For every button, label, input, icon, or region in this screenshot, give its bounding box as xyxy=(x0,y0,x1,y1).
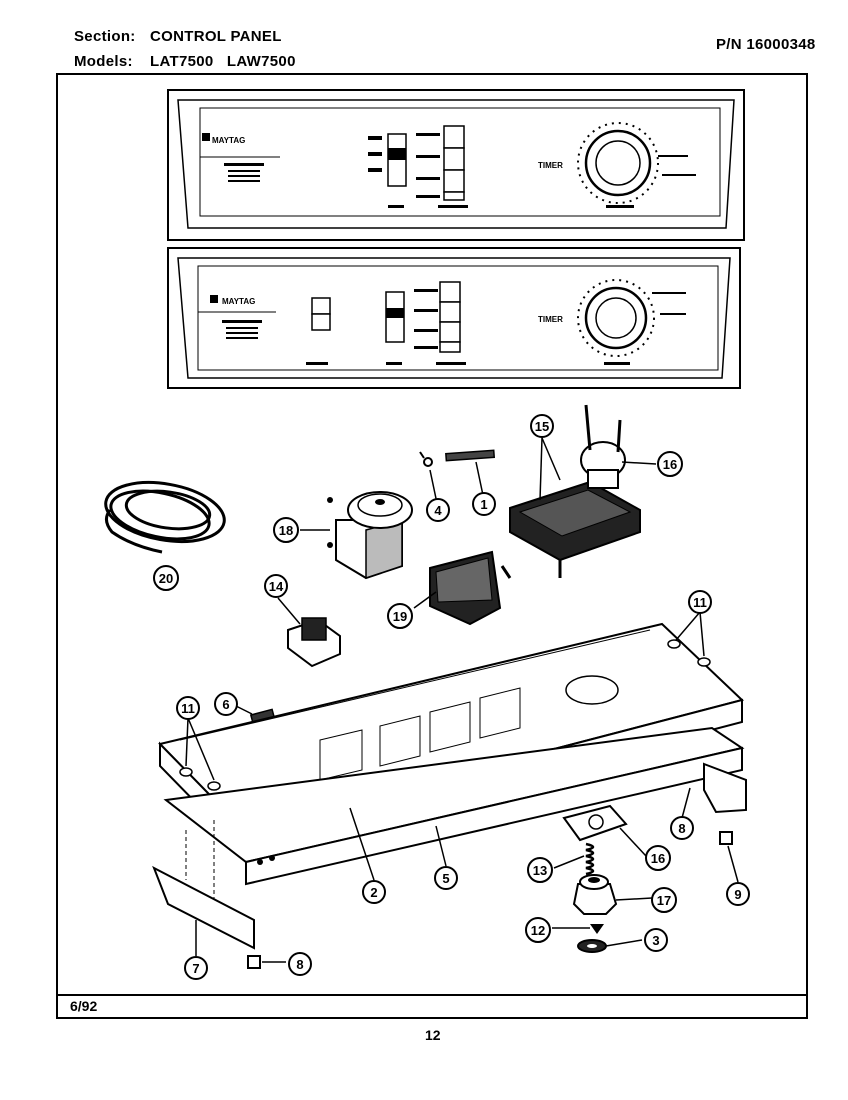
end-bracket xyxy=(152,820,255,950)
callout-12: 12 xyxy=(525,917,551,943)
models-value: LAT7500 LAW7500 xyxy=(150,53,296,70)
temp-buttons-bottom xyxy=(414,281,461,353)
svg-text:11: 11 xyxy=(181,701,195,716)
timer-dial-top: TIMER xyxy=(538,122,659,204)
pointer xyxy=(590,924,604,934)
callout-17: 17 xyxy=(651,887,677,913)
control-panel-top: MAYTAG TIMER xyxy=(167,89,745,241)
callout-11a: 11 xyxy=(688,590,712,614)
lower-rail xyxy=(163,726,745,886)
knob xyxy=(572,874,618,915)
callout-9: 9 xyxy=(726,882,750,906)
brand-logo-bottom: MAYTAG xyxy=(222,297,255,306)
callout-6: 6 xyxy=(214,692,238,716)
callout-8a: 8 xyxy=(670,816,694,840)
brand-logo-top: MAYTAG xyxy=(212,136,245,145)
svg-text:13: 13 xyxy=(533,863,547,878)
leader-lines xyxy=(185,437,739,963)
svg-text:7: 7 xyxy=(192,961,199,976)
section-label: Section: xyxy=(74,28,136,45)
callout-18: 18 xyxy=(273,517,299,543)
svg-text:1: 1 xyxy=(480,497,487,512)
footer-divider xyxy=(56,994,808,996)
callout-8b: 8 xyxy=(288,952,312,976)
svg-text:2: 2 xyxy=(370,885,377,900)
clip-8 xyxy=(247,955,261,969)
callout-5: 5 xyxy=(434,866,458,890)
callout-14: 14 xyxy=(264,574,288,598)
svg-text:8: 8 xyxy=(678,821,685,836)
callout-4: 4 xyxy=(426,498,450,522)
callout-16a: 16 xyxy=(657,451,683,477)
callout-2: 2 xyxy=(362,880,386,904)
svg-text:14: 14 xyxy=(269,579,284,594)
switch-bracket xyxy=(429,550,512,626)
screws xyxy=(179,639,711,791)
part-number: P/N 16000348 xyxy=(716,36,816,53)
callout-16b: 16 xyxy=(645,845,671,871)
page-number: 12 xyxy=(425,1027,441,1043)
right-bracket xyxy=(703,762,747,814)
dial-label-bottom: TIMER xyxy=(538,315,563,324)
svg-text:16: 16 xyxy=(651,851,665,866)
callout-11b: 11 xyxy=(176,696,200,720)
relay xyxy=(287,617,341,668)
callout-19: 19 xyxy=(387,603,413,629)
cam-plate xyxy=(562,804,628,842)
callout-13: 13 xyxy=(527,857,553,883)
svg-text:17: 17 xyxy=(657,893,671,908)
svg-text:11: 11 xyxy=(693,595,707,610)
svg-text:12: 12 xyxy=(531,923,545,938)
control-panel-bottom: MAYTAG TIMER xyxy=(167,247,741,389)
temp-buttons-top xyxy=(416,125,465,201)
timer-dial-bottom: TIMER xyxy=(538,279,655,357)
svg-text:9: 9 xyxy=(734,887,741,902)
clip-9 xyxy=(719,831,733,845)
svg-text:16: 16 xyxy=(663,457,677,472)
switch-assembly xyxy=(509,404,641,578)
svg-text:4: 4 xyxy=(434,503,442,518)
callout-1: 1 xyxy=(472,492,496,516)
svg-text:3: 3 xyxy=(652,933,659,948)
svg-text:18: 18 xyxy=(279,523,293,538)
svg-text:5: 5 xyxy=(442,871,449,886)
timer-motor xyxy=(327,491,413,580)
diagram-frame xyxy=(56,73,808,1019)
models-label: Models: xyxy=(74,53,133,70)
callout-15: 15 xyxy=(530,414,554,438)
clip xyxy=(419,451,433,467)
dial-label-top: TIMER xyxy=(538,161,563,170)
footer-date: 6/92 xyxy=(70,998,98,1014)
wire-harness xyxy=(104,481,226,554)
callout-20: 20 xyxy=(153,565,179,591)
section-value: CONTROL PANEL xyxy=(150,28,282,45)
svg-text:6: 6 xyxy=(222,697,229,712)
svg-text:15: 15 xyxy=(535,419,549,434)
spring xyxy=(585,842,595,876)
svg-text:20: 20 xyxy=(159,571,173,586)
svg-text:19: 19 xyxy=(393,609,407,624)
rod xyxy=(445,449,496,462)
svg-text:8: 8 xyxy=(296,957,303,972)
callout-7: 7 xyxy=(184,956,208,980)
callout-3: 3 xyxy=(644,928,668,952)
